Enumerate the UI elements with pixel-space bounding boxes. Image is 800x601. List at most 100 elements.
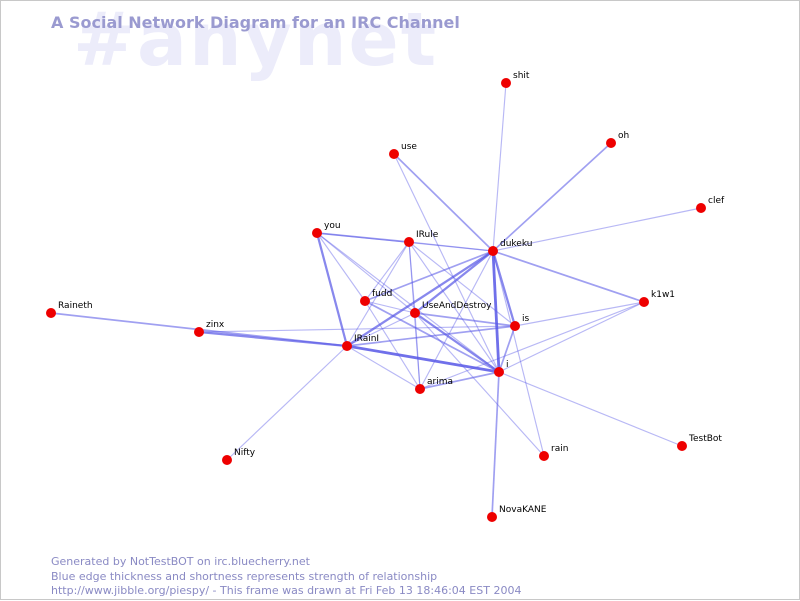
node-dot-NovaKANE <box>487 512 497 522</box>
node-i: i <box>494 360 509 377</box>
node-label-clef: clef <box>708 196 725 206</box>
edge-dukeku-clef <box>492 207 702 252</box>
edge-dukeku-arima <box>419 250 494 390</box>
edge-UseAndDestroy-IRainI <box>346 312 416 347</box>
edge-IRainI-i <box>346 344 500 374</box>
node-dot-is <box>510 321 520 331</box>
edge-is-i <box>498 325 516 373</box>
node-dot-you <box>312 228 322 238</box>
node-IRainI: IRainI <box>342 334 379 351</box>
edge-IRule-UseAndDestroy <box>408 241 416 314</box>
edge-layer <box>50 82 702 518</box>
node-oh: oh <box>606 131 629 148</box>
edge-UseAndDestroy-rain <box>414 312 545 457</box>
edge-zinx-IRainI <box>198 330 348 348</box>
node-dot-i <box>494 367 504 377</box>
node-label-use: use <box>401 142 417 152</box>
node-dot-Nifty <box>222 455 232 465</box>
edge-dukeku-IRainI <box>346 250 494 347</box>
node-label-NovaKANE: NovaKANE <box>499 505 547 515</box>
node-dot-fudd <box>360 296 370 306</box>
node-IRule: IRule <box>404 230 439 247</box>
node-is: is <box>510 314 530 331</box>
edge-you-IRainI <box>315 232 349 347</box>
node-rain: rain <box>539 444 568 461</box>
edge-UseAndDestroy-i <box>414 312 500 373</box>
node-label-is: is <box>522 314 530 324</box>
edge-IRainI-is <box>346 325 516 347</box>
node-label-UseAndDestroy: UseAndDestroy <box>422 301 492 311</box>
channel-watermark: #anynet <box>73 0 439 83</box>
edge-IRainI-arima <box>346 345 421 390</box>
node-label-fudd: fudd <box>372 289 392 299</box>
edge-use-i <box>393 153 500 373</box>
node-label-shit: shit <box>513 71 530 81</box>
edge-i-TestBot <box>498 371 683 447</box>
node-label-dukeku: dukeku <box>500 239 532 249</box>
edge-UseAndDestroy-is <box>414 312 516 327</box>
node-dot-TestBot <box>677 441 687 451</box>
edge-dukeku-shit <box>492 82 507 252</box>
node-label-IRainI: IRainI <box>354 334 379 344</box>
node-label-IRule: IRule <box>416 230 439 240</box>
node-dot-rain <box>539 451 549 461</box>
node-dot-arima <box>415 384 425 394</box>
node-you: you <box>312 221 341 238</box>
edge-dukeku-oh <box>492 142 612 252</box>
node-label-arima: arima <box>427 377 453 387</box>
edge-k1w1-arima <box>419 301 645 390</box>
edge-dukeku-i <box>491 250 501 373</box>
edge-k1w1-is <box>514 301 645 327</box>
edge-you-fudd <box>316 232 366 302</box>
node-dot-use <box>389 149 399 159</box>
node-dot-clef <box>696 203 706 213</box>
node-label-zinx: zinx <box>206 320 225 330</box>
edge-zinx-is <box>198 325 516 333</box>
edge-you-i <box>316 232 500 373</box>
node-label-TestBot: TestBot <box>688 434 722 444</box>
node-dot-shit <box>501 78 511 88</box>
edge-dukeku-use <box>393 153 494 252</box>
node-dot-IRule <box>404 237 414 247</box>
edge-i-NovaKANE <box>491 371 500 518</box>
node-k1w1: k1w1 <box>639 290 675 307</box>
node-dot-zinx <box>194 327 204 337</box>
node-dot-IRainI <box>342 341 352 351</box>
node-label-you: you <box>324 221 341 231</box>
edge-i-arima <box>419 371 500 390</box>
node-arima: arima <box>415 377 453 394</box>
edge-IRule-fudd <box>364 241 410 302</box>
edge-dukeku-rain <box>492 250 545 457</box>
node-UseAndDestroy: UseAndDestroy <box>410 301 492 318</box>
edge-IRule-is <box>408 241 516 327</box>
edge-dukeku-fudd <box>364 250 494 302</box>
footer: Generated by NotTestBOT on irc.bluecherr… <box>51 555 521 599</box>
edge-UseAndDestroy-arima <box>414 312 421 390</box>
node-use: use <box>389 142 417 159</box>
node-shit: shit <box>501 71 530 88</box>
edge-IRainI-Nifty <box>226 345 348 461</box>
edge-dukeku-UseAndDestroy <box>414 250 494 314</box>
edge-IRule-IRainI <box>346 241 410 347</box>
edge-fudd-arima <box>364 300 421 390</box>
node-dukeku: dukeku <box>488 239 532 256</box>
edge-you-IRule <box>316 232 410 243</box>
node-dot-dukeku <box>488 246 498 256</box>
node-dot-Raineth <box>46 308 56 318</box>
footer-link-timestamp: http://www.jibble.org/piespy/ - This fra… <box>51 584 522 597</box>
footer-legend-note: Blue edge thickness and shortness repres… <box>51 569 438 583</box>
node-fudd: fudd <box>360 289 392 306</box>
node-NovaKANE: NovaKANE <box>487 505 547 522</box>
edge-dukeku-IRule <box>408 241 494 252</box>
node-label-k1w1: k1w1 <box>651 290 675 300</box>
node-dot-UseAndDestroy <box>410 308 420 318</box>
node-label-rain: rain <box>551 444 568 454</box>
footer-generated-by: Generated by NotTestBOT on irc.bluecherr… <box>51 555 310 568</box>
diagram-title: A Social Network Diagram for an IRC Chan… <box>51 13 460 32</box>
edge-you-UseAndDestroy <box>316 232 416 314</box>
node-zinx: zinx <box>194 320 225 337</box>
node-label-oh: oh <box>618 131 629 141</box>
node-label-Raineth: Raineth <box>58 301 93 311</box>
node-Nifty: Nifty <box>222 448 256 465</box>
